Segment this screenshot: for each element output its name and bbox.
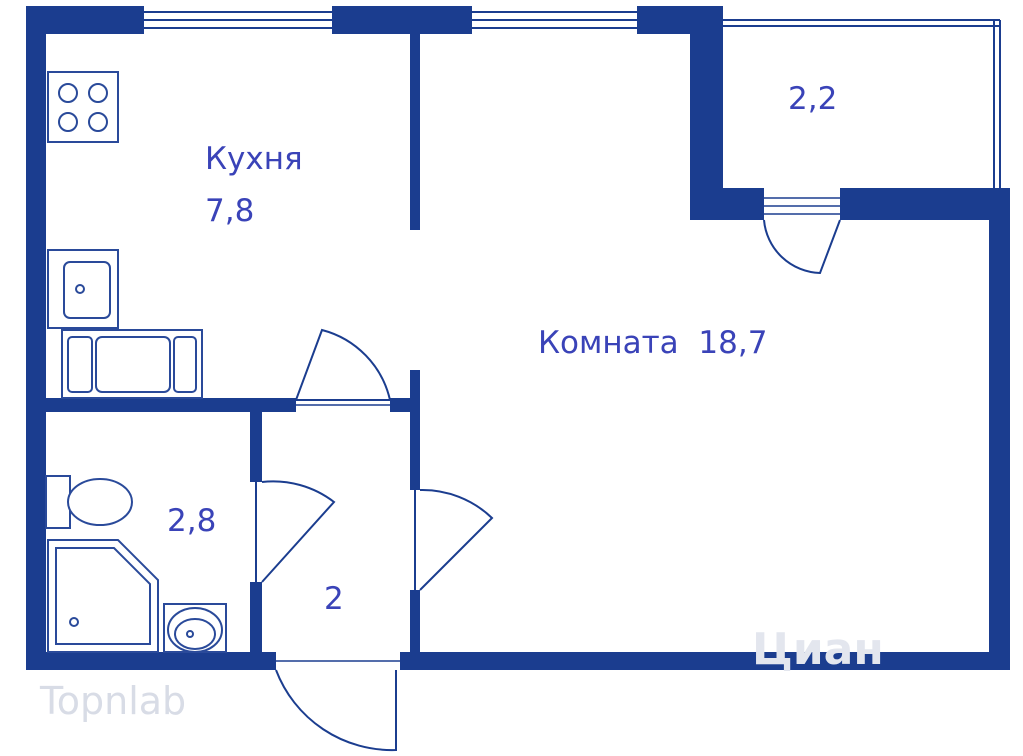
- bathroom-area: 2,8: [167, 503, 217, 539]
- kitchen-area: 7,8: [205, 193, 255, 229]
- balcony-frame: [723, 19, 1001, 188]
- outer-walls: [26, 6, 1010, 670]
- room-label: Комната 18,7: [538, 325, 768, 361]
- kitchen-fixtures: [47, 71, 203, 399]
- hall-area: 2: [324, 581, 344, 617]
- kitchen-name: Кухня: [205, 141, 303, 177]
- windows: [144, 8, 637, 32]
- balcony-area: 2,2: [788, 81, 838, 117]
- watermark-left: Topnlab: [40, 679, 187, 723]
- watermark-right: Циан: [752, 624, 884, 675]
- doors: [255, 190, 841, 752]
- bathroom-fixtures: [45, 475, 227, 653]
